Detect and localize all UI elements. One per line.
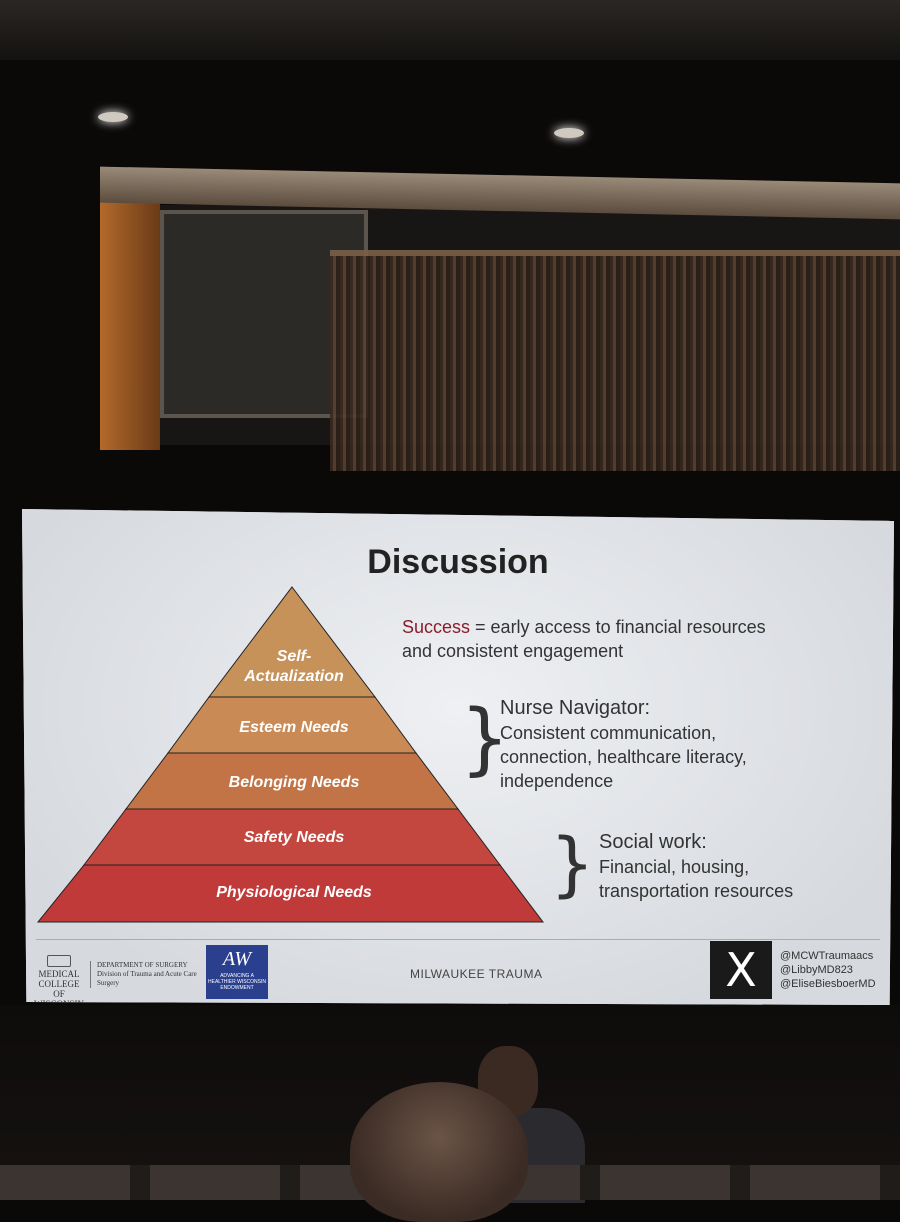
book-icon [47, 955, 71, 967]
nurse-line: connection, healthcare literacy, [500, 747, 747, 767]
department-division: Division of Trauma and Acute Care Surger… [97, 970, 197, 987]
projection-screen: Discussion Self- Actualization Esteem Ne… [22, 509, 894, 1005]
handle: @MCWTraumaacs [780, 950, 874, 962]
pyramid-label: Safety Needs [244, 829, 345, 846]
x-logo-icon: X [710, 941, 772, 999]
footer-divider [36, 939, 880, 940]
curtain [330, 250, 900, 471]
success-word: Success [402, 617, 471, 637]
pyramid-label: Physiological Needs [216, 884, 372, 901]
maslow-pyramid: Self- Actualization Esteem Needs Belongi… [36, 586, 545, 923]
social-work-block: Social work: Financial, housing, transpo… [599, 829, 793, 903]
social-line: transportation resources [599, 881, 794, 901]
nurse-navigator-heading: Nurse Navigator: [500, 697, 651, 719]
ahw-mark-icon: AW [222, 948, 252, 970]
slide-title: Discussion [367, 543, 549, 581]
brace-icon: } [460, 694, 510, 784]
handle: @LibbyMD823 [780, 964, 853, 976]
pyramid-level-physiological [36, 864, 545, 923]
nurse-line: independence [500, 771, 614, 791]
ahw-logo: AW ADVANCING A HEALTHIER WISCONSIN ENDOW… [206, 945, 268, 999]
social-work-heading: Social work: [599, 831, 707, 853]
wood-pillar [100, 180, 160, 450]
department-name: DEPARTMENT OF SURGERY [97, 961, 188, 969]
success-text-2: and consistent engagement [402, 641, 624, 661]
pyramid-label: Actualization [243, 668, 344, 685]
success-text: = early access to financial resources [470, 617, 766, 637]
slide-footer: MEDICAL COLLEGE OF WISCONSIN DEPARTMENT … [22, 941, 894, 1005]
ceiling [0, 0, 900, 60]
ceiling-light [554, 128, 584, 138]
ahw-text: ADVANCING A HEALTHIER WISCONSIN ENDOWMEN… [208, 973, 266, 991]
audience-head-foreground [350, 1082, 528, 1222]
social-line: Financial, housing, [599, 857, 750, 877]
department-label: DEPARTMENT OF SURGERY Division of Trauma… [90, 961, 207, 988]
ceiling-light [98, 112, 128, 122]
pyramid-label: Self- [277, 648, 312, 665]
milwaukee-trauma-label: MILWAUKEE TRAUMA [410, 967, 543, 981]
nurse-line: Consistent communication, [500, 723, 717, 743]
mcw-logo: MEDICAL COLLEGE OF WISCONSIN [30, 955, 88, 1005]
social-handles: @MCWTraumaacs @LibbyMD823 @EliseBiesboer… [780, 949, 876, 991]
success-statement: Success = early access to financial reso… [402, 615, 766, 663]
mcw-line: COLLEGE [38, 979, 80, 989]
handle: @EliseBiesboerMD [780, 978, 876, 990]
pyramid-label: Belonging Needs [229, 774, 360, 791]
mcw-line: MEDICAL [38, 969, 80, 979]
brace-icon: } [550, 823, 595, 905]
mcw-line: OF WISCONSIN [33, 989, 84, 1009]
pyramid-label: Esteem Needs [239, 719, 348, 736]
nurse-navigator-block: Nurse Navigator: Consistent communicatio… [500, 695, 747, 793]
